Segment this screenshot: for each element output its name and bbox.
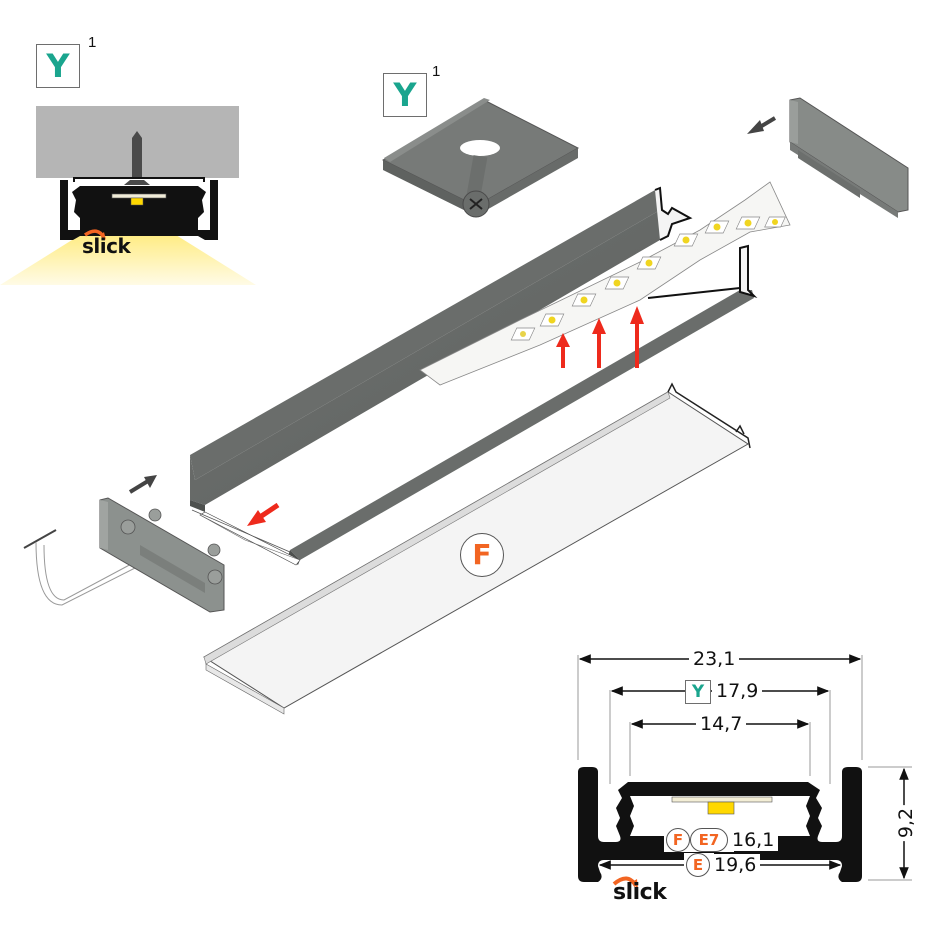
dim-badge-e: E	[686, 853, 710, 877]
arrow-insert-left-cap	[128, 475, 157, 494]
footnote-marker: 1	[432, 63, 441, 80]
red-up-arrows	[556, 306, 644, 368]
dim-overall-width: 23,1	[689, 648, 740, 670]
clip-hole	[460, 140, 500, 156]
led-chip-icon	[707, 801, 735, 815]
mounting-clip	[381, 98, 580, 218]
led-chips	[510, 216, 786, 341]
dim-badge-e7: E7	[690, 828, 728, 852]
slick-logo: slick	[613, 880, 667, 905]
arrow-insert-right-cap	[747, 116, 777, 134]
dim-cover-fe7-width: 16,1	[728, 829, 779, 851]
end-cap-left-with-cable	[23, 497, 225, 613]
dim-clip-width: 17,9	[712, 680, 763, 702]
led-icon	[130, 197, 144, 206]
slick-logo: slick	[82, 234, 131, 258]
clip-badge-y-inset: Y	[36, 44, 80, 88]
mounting-inset	[0, 106, 256, 285]
footnote-marker: 1	[88, 34, 97, 51]
clip-badge-y: Y	[383, 73, 427, 117]
dim-clip-badge-y: Y	[685, 680, 711, 704]
cover-badge-f: F	[460, 533, 504, 577]
dim-height: 9,2	[895, 804, 918, 842]
profile-section-icon	[60, 180, 218, 240]
light-cone-icon	[0, 205, 256, 285]
dim-badge-f: F	[666, 828, 690, 852]
end-cap-right	[789, 97, 909, 218]
dim-cover-e-width: 19,6	[710, 854, 761, 876]
red-insert-arrow	[247, 502, 280, 526]
led-strip	[199, 181, 791, 561]
screw-icon	[132, 131, 142, 178]
dim-inner-top-width: 14,7	[696, 713, 747, 735]
cross-section-drawing	[577, 654, 912, 889]
